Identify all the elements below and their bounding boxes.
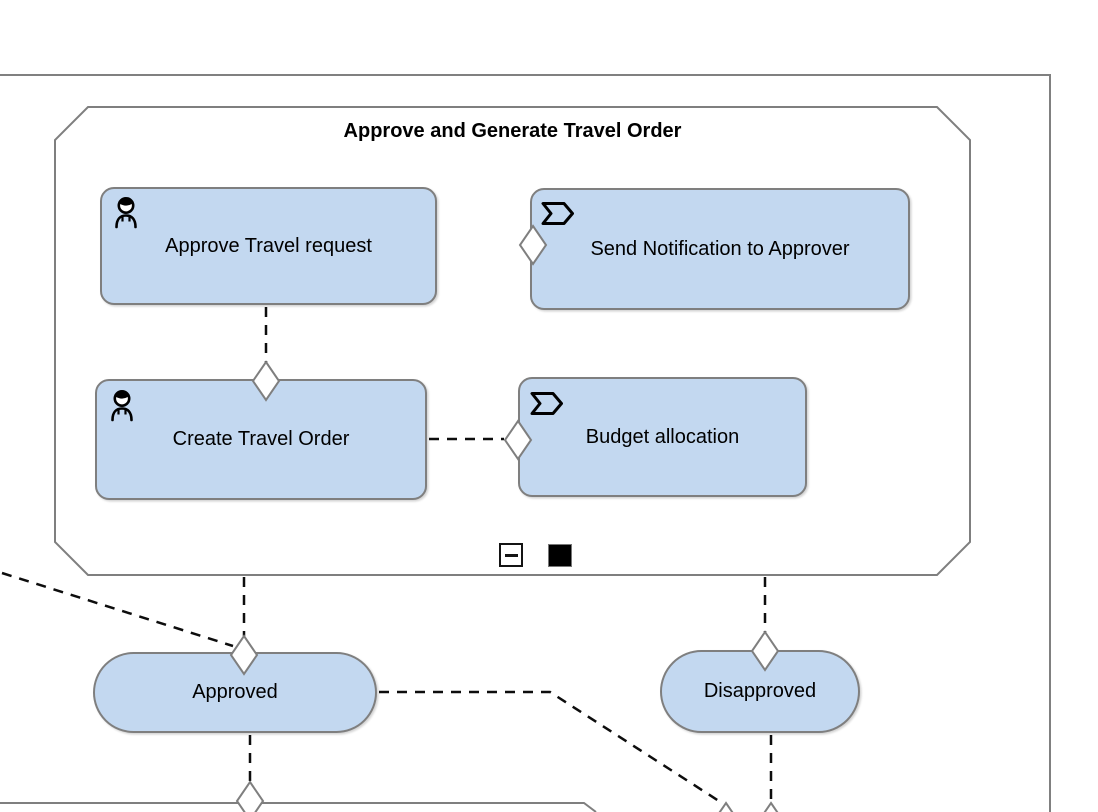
node-label: Approve Travel request [165,234,372,257]
aggregation-diamond-bottom-right-2[interactable] [758,801,784,812]
node-label: Send Notification to Approver [590,237,850,260]
node-budget-allocation[interactable]: Budget allocation [518,377,807,497]
node-disapproved[interactable]: Disapproved [660,650,860,733]
bottom-partial-container[interactable] [0,802,597,812]
node-approved[interactable]: Approved [93,652,377,733]
minus-glyph [504,553,518,557]
person-icon [108,388,136,427]
node-create-travel-order[interactable]: Create Travel Order [95,379,427,500]
node-label: Disapproved [703,680,817,702]
node-label: Budget allocation [585,425,740,448]
node-approve-travel-request[interactable]: Approve Travel request [100,187,437,305]
group-title: Approve and Generate Travel Order [343,120,682,142]
person-icon [112,195,140,234]
value-stream-icon [541,201,575,231]
group-container[interactable] [54,106,971,576]
aggregation-diamond-bottom-container[interactable] [235,780,265,812]
connector-offscreen-to-approved[interactable] [1,571,234,648]
black-square-marker [548,544,572,567]
node-send-notification[interactable]: Send Notification to Approver [530,188,910,310]
value-stream-icon [530,391,564,421]
node-label: Create Travel Order [172,428,350,450]
collapse-minus-icon[interactable] [499,543,523,567]
aggregation-diamond-bottom-right-1[interactable] [713,801,739,812]
node-label: Approved [192,681,278,703]
